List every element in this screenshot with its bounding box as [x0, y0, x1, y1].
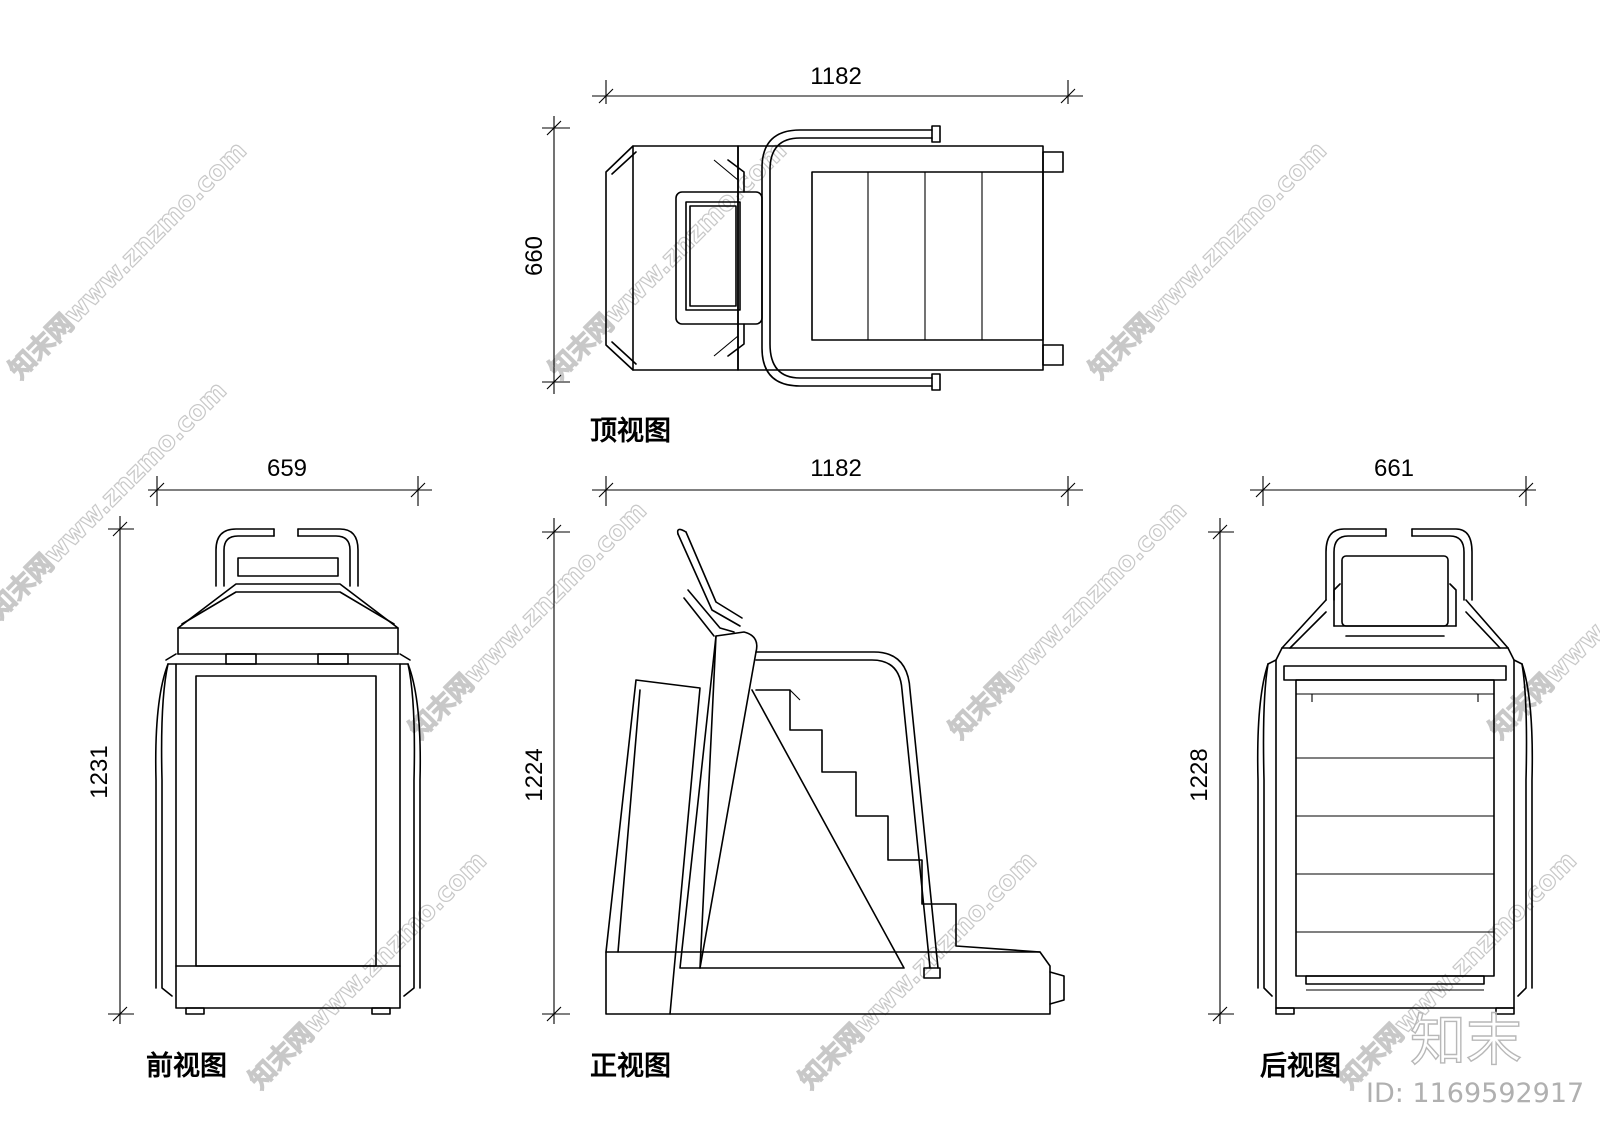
watermark-text: 知末网www.znzmo.com: [244, 846, 493, 1095]
watermark-text: 知末网www.znzmo.com: [0, 376, 233, 625]
image-id-label: ID: 1169592917: [1366, 1078, 1584, 1109]
side-view-height-value: 1224: [521, 748, 548, 801]
side-view-width-value: 1182: [810, 455, 862, 482]
treadmill-side-drawing: [605, 528, 1065, 1015]
watermark-text: 知末网www.znzmo.com: [794, 846, 1043, 1095]
rear-view: 661 1228: [1186, 455, 1536, 1082]
watermark-text: 知末网www.znzmo.com: [1084, 136, 1333, 385]
top-view-width-value: 1182: [810, 63, 862, 90]
brand-watermark: 知末 ID: 1169592917: [1366, 1008, 1584, 1109]
top-view-caption: 顶视图: [590, 416, 671, 447]
side-view-caption: 正视图: [590, 1051, 671, 1082]
side-view-height-dimension: 1224: [521, 518, 570, 1024]
top-view-depth-dimension: 660: [521, 116, 570, 394]
rear-view-caption: 后视图: [1260, 1051, 1341, 1082]
watermark-text: 知末网www.znzmo.com: [404, 496, 653, 745]
treadmill-front-drawing: [154, 528, 422, 1015]
watermark-text: 知末网www.znzmo.com: [544, 136, 793, 385]
top-view: 1182 660: [521, 63, 1083, 447]
side-view-width-dimension: 1182: [592, 455, 1083, 506]
watermark-text: 知末网www.znzmo.com: [1484, 496, 1600, 745]
front-view-width-value: 659: [267, 455, 307, 482]
front-view-height-value: 1231: [86, 745, 113, 798]
watermark-text: 知末网www.znzmo.com: [944, 496, 1193, 745]
front-view-width-dimension: 659: [148, 455, 432, 506]
watermark-text: 知末网www.znzmo.com: [4, 136, 253, 385]
brand-logo: 知末: [1410, 1009, 1522, 1074]
rear-view-width-value: 661: [1374, 455, 1414, 482]
top-view-width-dimension: 1182: [592, 63, 1083, 104]
top-view-depth-value: 660: [521, 236, 548, 276]
rear-view-height-value: 1228: [1186, 748, 1213, 801]
rear-view-width-dimension: 661: [1250, 455, 1536, 506]
treadmill-rear-drawing: [1256, 528, 1534, 1015]
treadmill-top-drawing: [605, 125, 1064, 391]
front-view-caption: 前视图: [146, 1050, 227, 1082]
side-view: 1182 1224: [521, 455, 1083, 1082]
rear-view-height-dimension: 1228: [1186, 518, 1234, 1024]
front-view: 659 1231: [86, 455, 432, 1082]
front-view-height-dimension: 1231: [86, 516, 134, 1024]
watermark-layer: 知末网www.znzmo.com 知末网www.znzmo.com 知末网www…: [0, 135, 1600, 1095]
